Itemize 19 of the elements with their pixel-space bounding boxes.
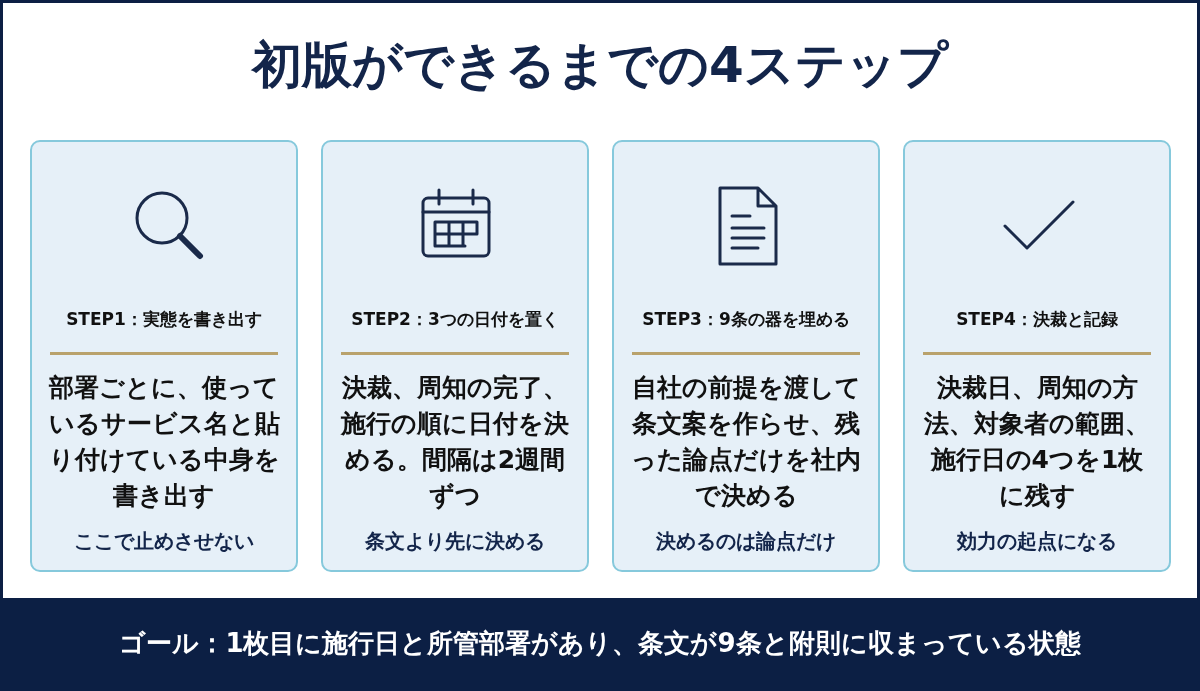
step-heading: STEP3：9条の器を埋める (641, 308, 851, 331)
goal-text: ゴール：1枚目に施行日と所管部署があり、条文が9条と附則に収まっている状態 (118, 627, 1082, 660)
step-card (30, 140, 298, 572)
step-description: 部署ごとに、使っているサービス名と貼り付けている中身を書き出す (47, 372, 281, 512)
step-card (321, 140, 589, 572)
step-heading: STEP2：3つの日付を置く (350, 308, 560, 331)
step-note: ここで止めさせない (73, 528, 255, 555)
step-card (612, 140, 880, 572)
step-heading: STEP1：実態を書き出す (65, 308, 263, 331)
step-heading: STEP4：決裁と記録 (955, 308, 1119, 331)
step-card (903, 140, 1171, 572)
step-description: 決裁日、周知の方法、対象者の範囲、施行日の4つを1枚に残す (923, 372, 1151, 512)
title: 初版ができるまでの4ステップ (250, 35, 950, 96)
step-description: 自社の前提を渡して条文案を作らせ、残った論点だけを社内で決める (630, 372, 862, 512)
step-note: 効力の起点になる (956, 528, 1118, 555)
goal-band (0, 598, 1200, 691)
step-note: 決めるのは論点だけ (655, 528, 837, 555)
step-description: 決裁、周知の完了、施行の順に日付を決める。間隔は2週間ずつ (339, 372, 570, 512)
step-note: 条文より先に決める (364, 528, 546, 555)
